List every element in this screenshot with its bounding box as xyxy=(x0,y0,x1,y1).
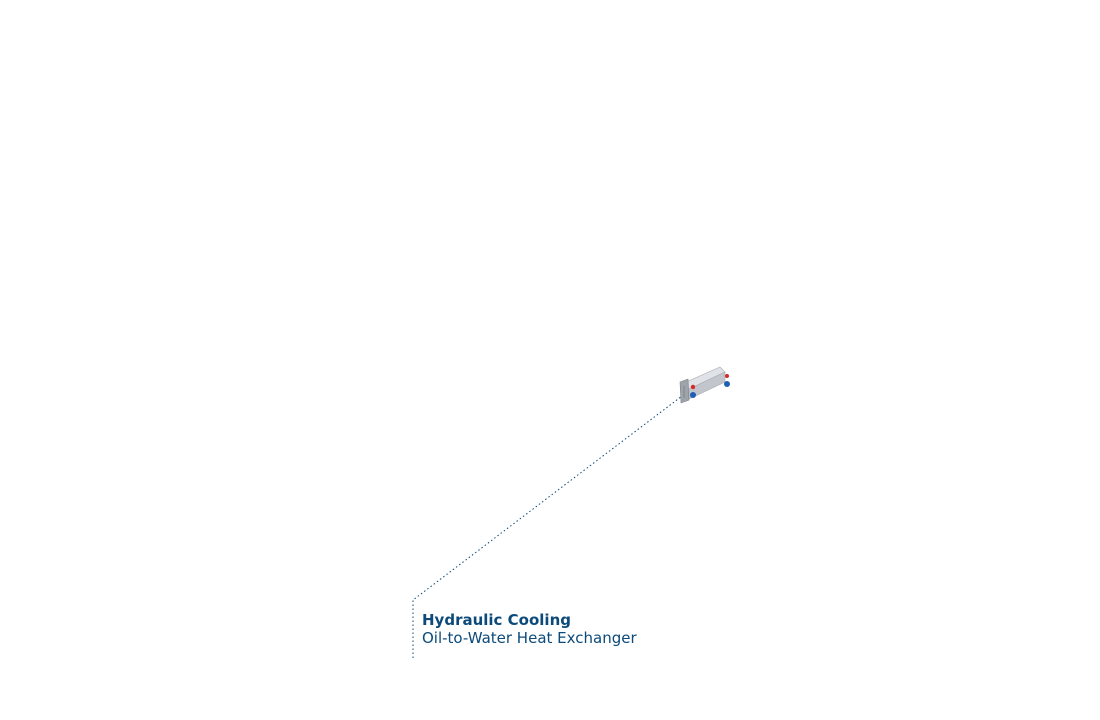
component-title: Hydraulic Cooling xyxy=(422,611,571,629)
hot-port-right xyxy=(725,374,729,378)
component-label[interactable]: Hydraulic Cooling Oil-to-Water Heat Exch… xyxy=(422,611,637,647)
hot-port-left xyxy=(690,384,696,390)
exchanger-end-plate xyxy=(679,378,690,404)
cold-port-left xyxy=(690,392,696,398)
cold-port-right xyxy=(724,381,730,387)
heat-exchanger-icon[interactable] xyxy=(679,366,730,404)
component-subtitle: Oil-to-Water Heat Exchanger xyxy=(422,629,637,647)
